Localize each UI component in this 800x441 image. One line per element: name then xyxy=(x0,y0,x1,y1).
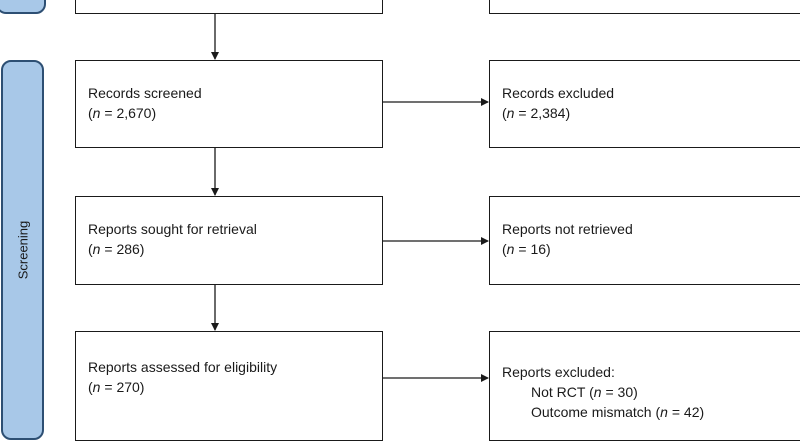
records-screened-box: Records screened (n = 2,670) xyxy=(75,60,383,148)
identification-phase-bar xyxy=(0,0,46,14)
reports-not-retrieved-title: Reports not retrieved xyxy=(502,221,633,237)
flow-connectors xyxy=(211,14,489,382)
records-screened-title: Records screened xyxy=(88,85,202,101)
records-removed-box xyxy=(489,0,800,14)
reports-not-retrieved-count: (n = 16) xyxy=(502,241,551,257)
reports-assessed-title: Reports assessed for eligibility xyxy=(88,359,278,375)
reports-not-retrieved-box: Reports not retrieved (n = 16) xyxy=(489,196,800,285)
reports-excluded-reason-not-rct: Not RCT (n = 30) xyxy=(531,384,638,400)
records-excluded-box: Records excluded (n = 2,384) xyxy=(489,60,800,148)
reports-excluded-reason-outcome-mismatch: Outcome mismatch (n = 42) xyxy=(531,404,705,420)
screening-phase-bar: Screening xyxy=(1,60,44,440)
reports-excluded-title: Reports excluded: xyxy=(502,364,615,380)
records-excluded-title: Records excluded xyxy=(502,85,615,101)
reports-sought-title: Reports sought for retrieval xyxy=(88,221,257,237)
reports-sought-count: (n = 286) xyxy=(88,241,145,257)
records-screened-count: (n = 2,670) xyxy=(88,105,157,121)
reports-sought-box: Reports sought for retrieval (n = 286) xyxy=(75,196,383,285)
records-excluded-count: (n = 2,384) xyxy=(502,105,571,121)
reports-assessed-count: (n = 270) xyxy=(88,379,145,395)
records-identified-box xyxy=(75,0,383,14)
